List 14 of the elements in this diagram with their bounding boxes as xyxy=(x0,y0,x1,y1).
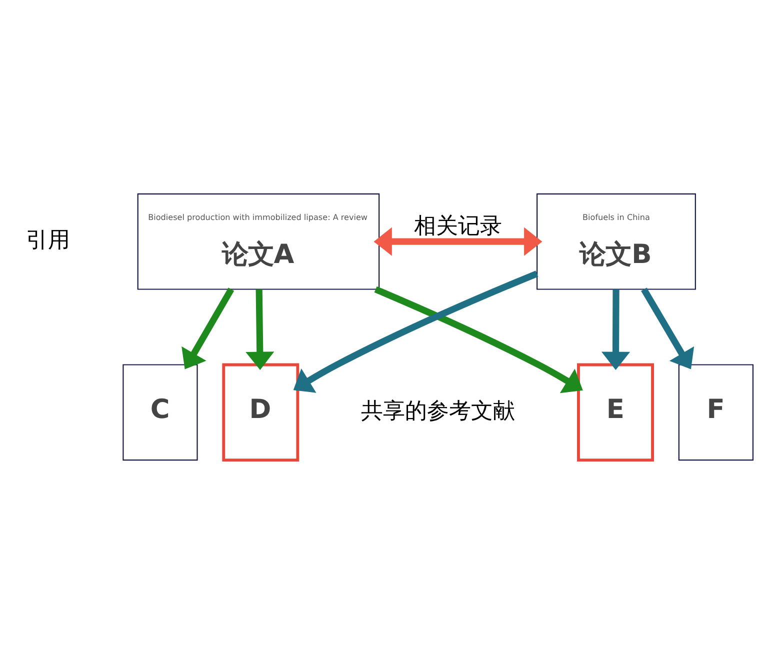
edge-label: 相关记录 xyxy=(414,213,502,238)
label: 共享的参考文献 xyxy=(361,398,516,424)
node-box: C xyxy=(122,364,198,460)
arrow xyxy=(182,287,234,369)
node-box: F xyxy=(678,364,754,460)
node-box: E xyxy=(577,362,654,462)
arrow xyxy=(293,270,538,392)
arrow xyxy=(374,286,583,393)
node-box: D xyxy=(222,362,300,462)
arrow xyxy=(641,287,694,369)
label: 引用 xyxy=(26,228,70,253)
arrow xyxy=(601,288,630,370)
arrow xyxy=(246,288,274,370)
arrow xyxy=(374,226,542,256)
